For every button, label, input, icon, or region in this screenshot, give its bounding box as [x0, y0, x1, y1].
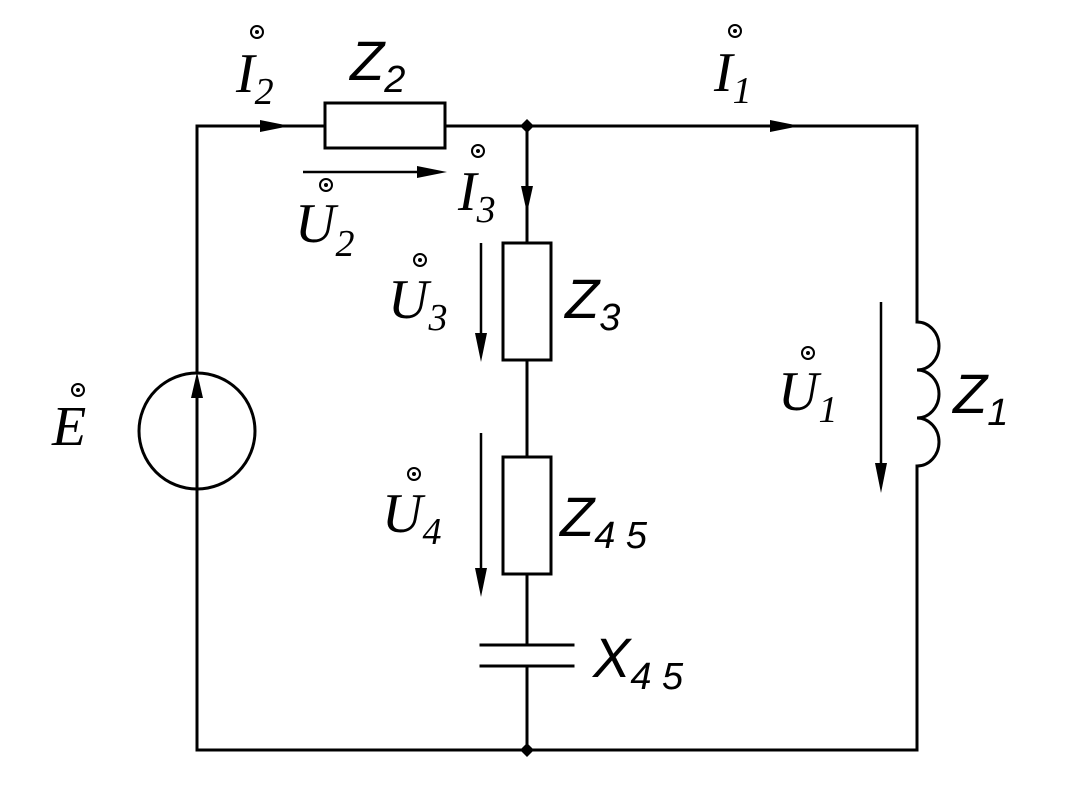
label-u3: U3	[388, 269, 447, 339]
phasor-dot-u2	[319, 178, 333, 192]
label-i3: I3	[457, 161, 496, 231]
label-i1: I1	[713, 42, 752, 112]
phasor-dot-u1	[801, 346, 815, 360]
inductor-z1	[915, 320, 941, 468]
phasor-dot-i1	[728, 24, 742, 38]
wires	[195, 124, 919, 752]
phasor-dot-e	[71, 383, 85, 397]
arrow-u1	[875, 302, 887, 493]
phasor-dot-i2	[250, 25, 264, 39]
arrow-u3	[475, 243, 487, 362]
resistor-z3	[501, 241, 553, 362]
phasor-dot-i3	[471, 144, 485, 158]
label-u1: U1	[778, 361, 837, 431]
label-x45: X4 5	[591, 626, 684, 698]
label-u4: U4	[382, 483, 441, 553]
capacitor-x45	[479, 643, 575, 668]
label-z3: Z3	[563, 267, 620, 339]
resistor-z2	[323, 101, 447, 150]
label-i2: I2	[235, 43, 274, 113]
arrow-u4	[475, 433, 487, 597]
voltage-source-e	[137, 371, 257, 492]
node-bottom	[520, 743, 534, 757]
phasor-dot-u4	[407, 467, 421, 481]
arrow-i3	[521, 186, 533, 213]
label-u2: U2	[295, 193, 354, 265]
label-e: E	[51, 396, 86, 458]
phasor-dots	[71, 24, 815, 481]
arrow-i1	[770, 120, 800, 132]
arrow-i2	[260, 120, 290, 132]
arrow-u2	[303, 166, 447, 178]
phasor-dot-u3	[413, 253, 427, 267]
node-top	[520, 119, 534, 133]
resistor-z45	[501, 455, 553, 576]
label-z2: Z2	[348, 29, 405, 101]
label-z45: Z4 5	[558, 485, 648, 557]
label-z1: Z1	[951, 362, 1008, 434]
